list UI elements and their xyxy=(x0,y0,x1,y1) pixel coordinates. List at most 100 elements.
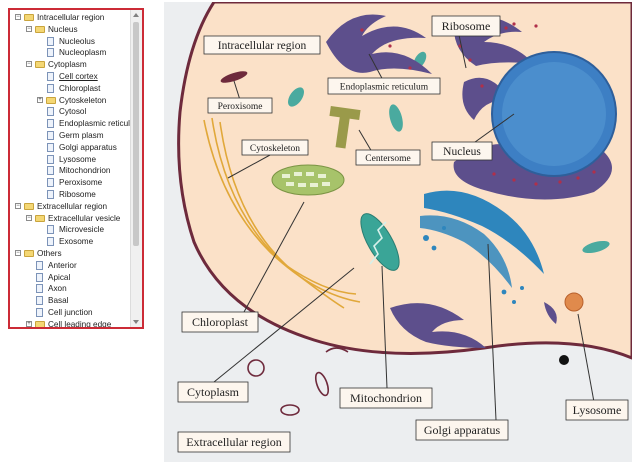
scroll-thumb[interactable] xyxy=(133,22,139,246)
collapse-toggle-icon[interactable]: − xyxy=(15,250,21,256)
collapse-toggle-icon[interactable]: − xyxy=(26,214,32,221)
extracellular-region-label: Extracellular region xyxy=(186,435,282,449)
document-icon xyxy=(36,260,43,270)
scroll-up-arrow-icon[interactable] xyxy=(133,13,139,17)
extracellular-vesicles xyxy=(247,347,349,416)
folder-icon xyxy=(24,250,34,257)
folder-icon xyxy=(24,14,34,21)
golgi-apparatus-callout: Golgi apparatus xyxy=(415,419,509,441)
golgi-apparatus-label: Golgi apparatus xyxy=(424,423,501,437)
folder-icon xyxy=(24,202,34,210)
cytoskeleton-label: Cytoskeleton xyxy=(250,144,300,154)
tree-scrollbar[interactable] xyxy=(130,10,142,327)
document-icon xyxy=(47,190,54,199)
tree-item-label: Peroxisome xyxy=(59,178,103,188)
cytoskeleton-fibers xyxy=(203,117,361,309)
intracellular-region-label: Intracellular region xyxy=(218,40,307,52)
tree-item-label: Microvesicle xyxy=(59,225,105,235)
tree-item-label: Golgi apparatus xyxy=(59,142,117,152)
collapse-toggle-icon[interactable]: − xyxy=(26,25,32,32)
tree-item-label: Cell leading edge xyxy=(48,319,112,327)
folder-icon xyxy=(35,214,45,222)
ribosome-label: Ribosome xyxy=(442,19,491,33)
tree-item-label: Chloroplast xyxy=(59,83,101,93)
document-icon xyxy=(47,83,54,93)
lysosome-callout: Lysosome xyxy=(565,399,629,421)
tree-item-label: Extracellular vesicle xyxy=(48,213,121,223)
expand-toggle-icon[interactable]: + xyxy=(37,96,43,103)
centersome-callout: Centersome xyxy=(355,149,421,166)
centersome-label: Centersome xyxy=(365,154,410,164)
document-icon xyxy=(47,131,54,140)
tree-item-label: Extracellular region xyxy=(37,201,108,211)
document-icon xyxy=(47,107,54,117)
collapse-toggle-icon[interactable]: − xyxy=(26,61,32,68)
document-icon xyxy=(47,237,54,247)
intracellular-region-callout: Intracellular region xyxy=(203,35,321,55)
leader-lines xyxy=(213,34,595,421)
tree-item-label: Lysosome xyxy=(59,154,97,164)
tree-item-label: Nucleolus xyxy=(59,36,95,46)
tree-item-label: Cytoplasm xyxy=(48,60,87,70)
folder-icon xyxy=(46,96,56,104)
folder-icon xyxy=(35,25,45,33)
peroxisome-label: Peroxisome xyxy=(218,102,263,112)
tree-item-label: Nucleus xyxy=(48,24,78,34)
collapse-toggle-icon[interactable]: − xyxy=(15,202,21,209)
mitochondrion-callout: Mitochondrion xyxy=(339,387,433,409)
document-icon xyxy=(36,296,43,306)
centrosome-shape xyxy=(329,105,361,149)
document-icon xyxy=(47,154,54,164)
cytoplasm-label: Cytoplasm xyxy=(187,385,240,399)
chloroplast-label: Chloroplast xyxy=(192,315,249,329)
peroxisome-shape xyxy=(220,71,248,83)
vesicle-dot xyxy=(559,355,569,365)
nucleus-callout: Nucleus xyxy=(431,141,493,161)
tree-item-label: Germ plasm xyxy=(59,131,104,140)
mitochondrion-label: Mitochondrion xyxy=(350,391,422,405)
cytoskeleton-callout: Cytoskeleton xyxy=(241,139,309,156)
mitochondrion-shape xyxy=(360,213,400,271)
ribosome-callout: Ribosome xyxy=(431,15,501,37)
document-icon xyxy=(47,72,54,81)
endoplasmic-reticulum-label: Endoplasmic reticulum xyxy=(340,82,429,92)
tree-item-label: Cytosol xyxy=(59,107,87,117)
nucleus-shape xyxy=(453,51,617,200)
document-icon xyxy=(47,48,54,58)
expand-toggle-icon[interactable]: + xyxy=(26,320,32,327)
endoplasmic-reticulum-callout: Endoplasmic reticulum xyxy=(327,77,441,95)
scroll-down-arrow-icon[interactable] xyxy=(133,320,139,324)
tree-item-label: Mitochondrion xyxy=(59,166,111,176)
tree-item-label: Axon xyxy=(48,284,67,294)
lysosome-shape xyxy=(564,292,584,312)
folder-icon xyxy=(35,320,45,327)
tree-item-label: Cytoskeleton xyxy=(59,95,107,105)
document-icon xyxy=(47,166,54,176)
document-icon xyxy=(36,308,43,317)
document-icon xyxy=(47,36,54,46)
tree-item-label: Apical xyxy=(48,272,71,282)
document-icon xyxy=(47,142,54,152)
nucleus-label: Nucleus xyxy=(443,146,481,158)
document-icon xyxy=(36,284,43,294)
tree-item-label[interactable]: Cell cortex xyxy=(59,72,98,81)
tree-item-label: Anterior xyxy=(48,260,77,270)
lower-er-shape xyxy=(390,302,557,348)
collapse-toggle-icon[interactable]: − xyxy=(15,14,21,20)
tree-item-label: Exosome xyxy=(59,237,94,247)
cytoplasm-callout: Cytoplasm xyxy=(177,381,249,403)
document-icon xyxy=(47,178,54,188)
folder-icon xyxy=(35,61,45,69)
tree-item-label: Cell junction xyxy=(48,308,93,317)
chloroplast-callout: Chloroplast xyxy=(181,311,259,333)
extracellular-region-callout: Extracellular region xyxy=(177,431,291,453)
tree-item-label: Intracellular region xyxy=(37,13,105,22)
document-icon xyxy=(47,225,54,235)
golgi-apparatus-shape xyxy=(420,190,544,304)
lysosome-label: Lysosome xyxy=(573,403,622,417)
tree-item-label: Endoplasmic reticulum xyxy=(59,119,130,129)
